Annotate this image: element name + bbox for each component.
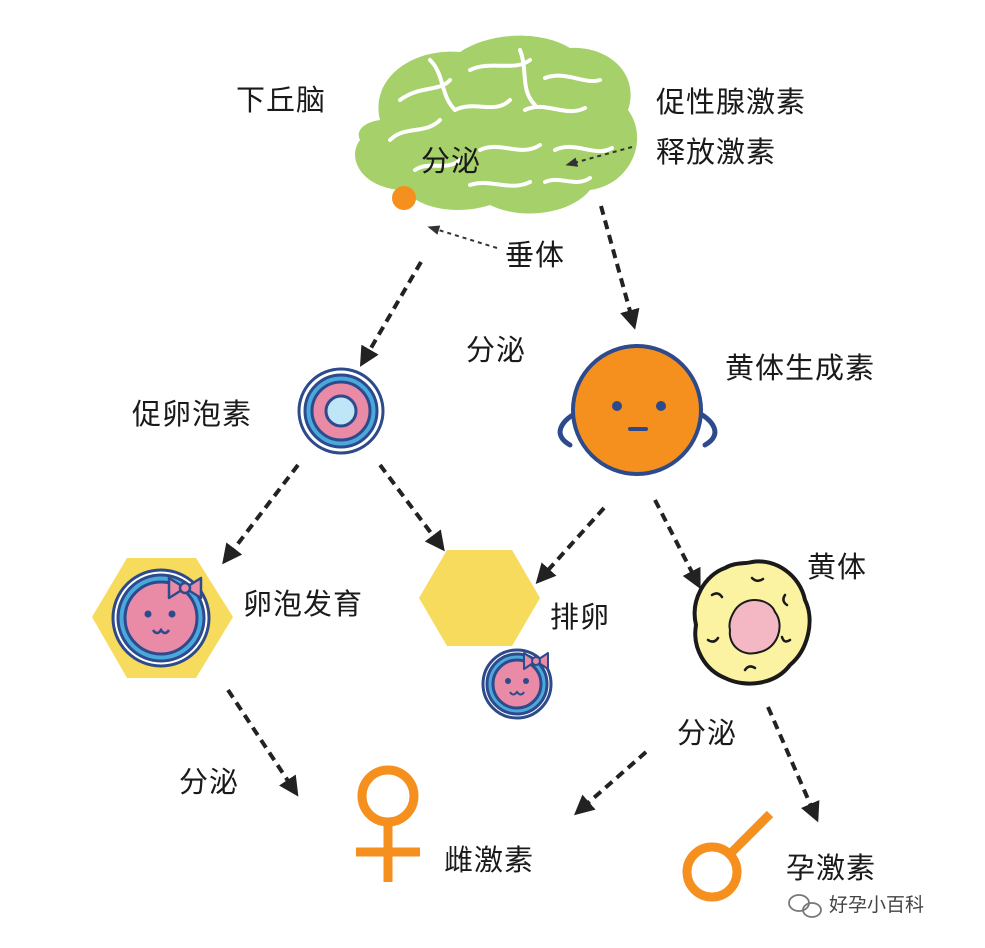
- arrow-follicle-to-estrogen: [226, 688, 299, 797]
- progesterone-symbol-icon: [682, 810, 774, 902]
- arrow-lh-to-corpus: [653, 499, 701, 590]
- lh-face-icon: [557, 344, 718, 476]
- arrow-to-lh: [599, 205, 640, 330]
- secrete-label-right: 分泌: [677, 716, 738, 750]
- arrow-to-fsh: [359, 260, 423, 367]
- gnrh-label-line2: 释放激素: [656, 135, 777, 169]
- brain-illustration: [355, 35, 638, 214]
- pituitary-label: 垂体: [505, 238, 566, 272]
- secrete-label-left: 分泌: [179, 765, 240, 799]
- wechat-icon: [788, 894, 822, 918]
- lh-label: 黄体生成素: [725, 351, 876, 385]
- arrow-corpus-to-progesterone: [766, 706, 820, 823]
- arrow-fsh-to-follicle: [222, 463, 300, 565]
- arrow-corpus-to-estrogen: [573, 750, 648, 816]
- hypothalamus-dot: [392, 186, 416, 210]
- follicle-development-label: 卵泡发育: [243, 587, 364, 621]
- fsh-label: 促卵泡素: [132, 397, 253, 431]
- follicle-development-icon: [92, 558, 233, 678]
- gnrh-pointer-arrow: [565, 146, 633, 167]
- pituitary-pointer-arrow: [427, 225, 498, 249]
- watermark-text: 好孕小百科: [829, 894, 925, 916]
- hypothalamus-label: 下丘脑: [236, 83, 327, 117]
- fsh-cell-icon: [297, 367, 385, 455]
- corpus-luteum-icon: [692, 559, 812, 686]
- gnrh-label-line1: 促性腺激素: [656, 85, 807, 119]
- secrete-label-top: 分泌: [421, 144, 482, 178]
- ovulation-icon: [419, 550, 553, 720]
- ovulation-label: 排卵: [550, 600, 611, 634]
- estrogen-symbol-icon: [356, 765, 420, 882]
- estrogen-label: 雌激素: [444, 843, 535, 877]
- arrow-fsh-to-ovulation: [378, 463, 445, 552]
- progesterone-label: 孕激素: [786, 851, 877, 885]
- arrow-lh-to-ovulation: [535, 506, 606, 584]
- secrete-label-mid: 分泌: [466, 333, 527, 367]
- corpus-luteum-label: 黄体: [807, 550, 868, 584]
